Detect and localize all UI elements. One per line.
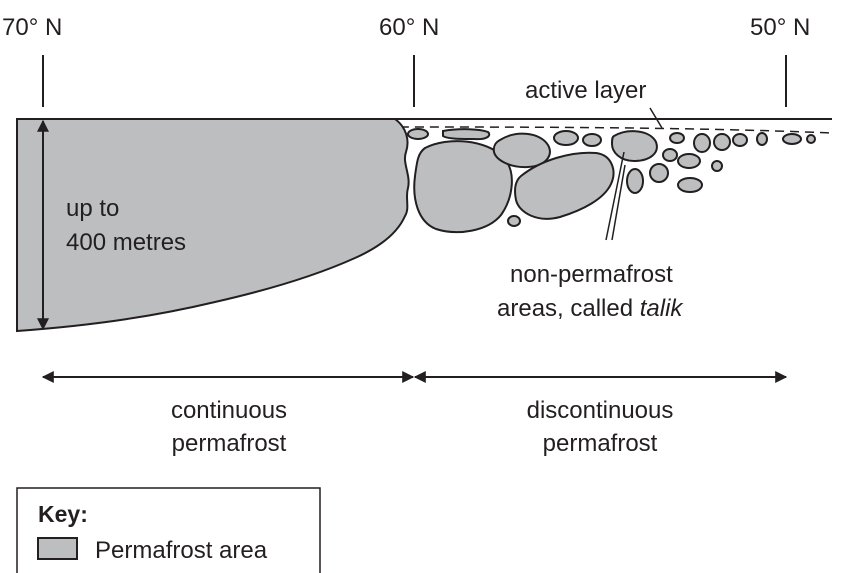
- latitude-label-60n: 60° N: [379, 14, 439, 41]
- discontinuous-zone-label-line2: permafrost: [543, 430, 658, 457]
- key-swatch-permafrost: [38, 538, 77, 559]
- continuous-zone-label-line1: continuous: [171, 397, 287, 424]
- permafrost-island: [757, 133, 767, 145]
- permafrost-island: [783, 134, 801, 144]
- latitude-label-70n: 70° N: [2, 14, 62, 41]
- talik-label-term: talik: [640, 295, 685, 322]
- discontinuous-zone-label-line1: discontinuous: [527, 397, 674, 424]
- permafrost-island: [494, 134, 550, 167]
- permafrost-island: [714, 134, 730, 150]
- permafrost-island: [663, 149, 677, 161]
- key-title: Key:: [38, 501, 88, 527]
- talik-label-line2: areas, called talik: [497, 295, 684, 322]
- latitude-label-50n: 50° N: [750, 14, 810, 41]
- permafrost-island: [807, 135, 815, 143]
- active-layer-label: active layer: [525, 77, 646, 104]
- permafrost-island: [443, 129, 489, 139]
- permafrost-island: [733, 134, 747, 146]
- permafrost-island: [712, 161, 722, 171]
- permafrost-island: [650, 164, 668, 182]
- talik-label-line1: non-permafrost: [510, 261, 673, 288]
- continuous-permafrost-body: [17, 119, 409, 331]
- permafrost-island: [554, 131, 578, 145]
- permafrost-island: [694, 134, 710, 152]
- depth-label-line1: up to: [66, 195, 119, 222]
- permafrost-island: [583, 134, 601, 146]
- permafrost-island: [612, 131, 657, 161]
- permafrost-island: [678, 178, 702, 192]
- permafrost-island: [678, 154, 700, 168]
- talik-label-prefix: areas, called: [497, 295, 640, 322]
- permafrost-island: [508, 216, 520, 226]
- permafrost-island: [627, 169, 643, 193]
- depth-label-line2: 400 metres: [66, 229, 186, 256]
- permafrost-island: [670, 133, 684, 143]
- key-legend: Key: Permafrost area: [17, 488, 320, 573]
- key-item-label: Permafrost area: [95, 537, 268, 564]
- permafrost-island: [408, 129, 428, 139]
- continuous-zone-label-line2: permafrost: [172, 430, 287, 457]
